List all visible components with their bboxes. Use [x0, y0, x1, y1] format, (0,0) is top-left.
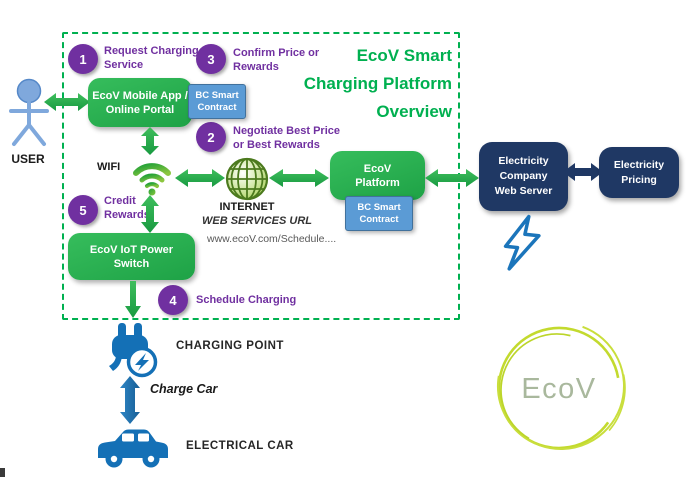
node-iot-switch: EcoV IoT Power Switch: [68, 233, 195, 280]
step-badge-2: 2: [196, 122, 226, 152]
web-services-url-label: WEB SERVICES URL: [202, 215, 313, 227]
step-number-4: 4: [169, 292, 177, 308]
arrow-iot-charging-point: [125, 281, 141, 318]
arrow-app-wifi: [141, 127, 159, 155]
step-number-5: 5: [79, 202, 87, 218]
ecov-logo-text: EcoV: [521, 373, 596, 405]
step-label-2: Negotiate Best Price or Best Rewards: [233, 125, 340, 151]
title-line-2: Charging Platform: [303, 74, 452, 93]
node-mobile-app: EcoV Mobile App / Online Portal: [88, 78, 192, 127]
step-label-5: Credit Rewards: [104, 195, 150, 221]
mobile-app-label: EcoV Mobile App / Online Portal: [92, 89, 188, 116]
iot-switch-label: EcoV IoT Power Switch: [89, 243, 174, 270]
step-number-3: 3: [207, 51, 215, 67]
diagram-title: EcoV Smart Charging Platform Overview: [296, 42, 452, 126]
node-web-server: Electricity Company Web Server: [479, 142, 568, 211]
node-bc-contract-app: BC Smart Contract: [188, 84, 246, 119]
charging-point-label: CHARGING POINT: [176, 340, 284, 352]
bc-contract-platform-label: BC Smart Contract: [357, 201, 401, 225]
node-platform: EcoV Platform: [330, 151, 425, 200]
web-server-label: Electricity Company Web Server: [494, 155, 553, 197]
step-number-2: 2: [207, 129, 215, 145]
node-bc-contract-platform: BC Smart Contract: [345, 196, 413, 231]
arrow-plug-car: [120, 376, 140, 424]
node-pricing: Electricity Pricing: [599, 147, 679, 198]
step-badge-1: 1: [68, 44, 98, 74]
charge-car-label: Charge Car: [150, 382, 218, 396]
arrow-user-app: [44, 93, 90, 111]
wifi-icon: [129, 152, 175, 196]
platform-label: EcoV Platform: [355, 162, 400, 189]
arrow-wifi-iot: [141, 195, 159, 233]
step-badge-5: 5: [68, 195, 98, 225]
step-label-1: Request Charging Service: [104, 45, 199, 71]
title-line-1: EcoV Smart: [356, 46, 452, 65]
arrow-internet-platform: [269, 169, 329, 187]
electric-car-icon: [92, 421, 172, 471]
step-label-4: Schedule Charging: [196, 294, 297, 306]
bc-contract-app-label: BC Smart Contract: [195, 89, 239, 113]
electrical-car-label: ELECTRICAL CAR: [186, 440, 294, 452]
lightning-bolt-icon: [498, 212, 544, 274]
internet-label: INTERNET: [219, 201, 275, 213]
step-badge-4: 4: [158, 285, 188, 315]
arrow-wifi-internet: [175, 169, 225, 187]
step-badge-3: 3: [196, 44, 226, 74]
ecov-logo: EcoV: [487, 315, 633, 461]
corner-mark: [0, 468, 5, 477]
step-number-1: 1: [79, 51, 87, 67]
charging-plug-icon: [102, 322, 162, 380]
wifi-label: WIFI: [97, 161, 121, 173]
arrow-platform-server: [425, 169, 479, 187]
title-line-3: Overview: [376, 102, 452, 121]
pricing-label: Electricity Pricing: [613, 158, 665, 186]
internet-globe-icon: [225, 157, 269, 201]
arrow-server-pricing: [563, 163, 603, 181]
schedule-url-text: www.ecoV.com/Schedule....: [207, 233, 337, 245]
user-icon: [4, 78, 52, 150]
user-label: USER: [11, 152, 45, 166]
step-label-3: Confirm Price or Rewards: [233, 47, 320, 73]
